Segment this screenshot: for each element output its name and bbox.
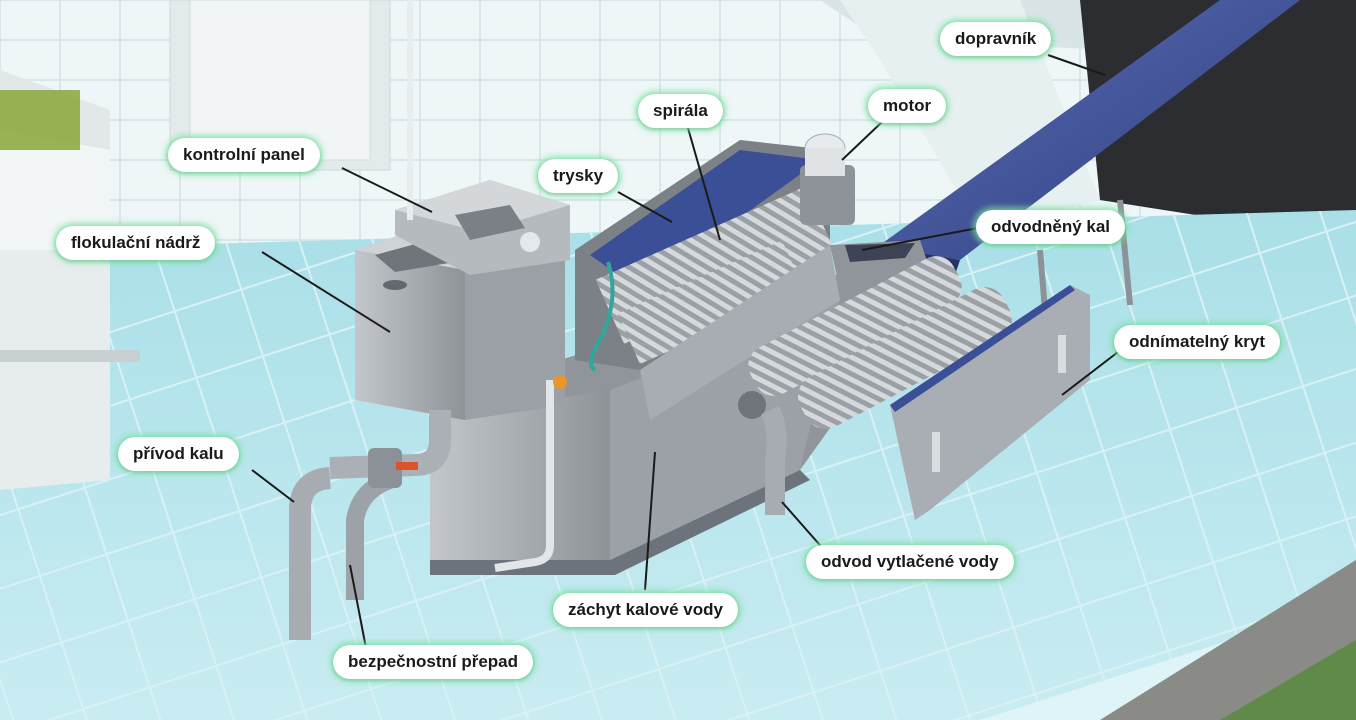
label-motor: motor [868, 89, 947, 123]
label-odvod-vytlacene-vody: odvod vytlačené vody [806, 545, 1014, 579]
motor-unit [800, 133, 855, 225]
leader-spirala [687, 127, 721, 241]
label-odnimatelny-kryt: odnímatelný kryt [1114, 325, 1281, 359]
leader-odnimatelny-kryt [1061, 351, 1119, 396]
removed-spirals [738, 256, 1012, 429]
leader-odvod-vytlacene-vody [781, 501, 827, 553]
label-trysky: trysky [538, 159, 619, 193]
left-tank [0, 70, 140, 490]
label-spirala: spirála [638, 94, 723, 128]
leader-bezpecnostni-prepad [349, 564, 367, 649]
screw-press [575, 140, 840, 420]
leader-lines [251, 54, 1119, 649]
label-bezpecnostni-prepad: bezpečnostní přepad [333, 645, 534, 679]
leader-kontrolni-panel [341, 167, 433, 213]
label-kontrolni-panel: kontrolní panel [168, 138, 320, 172]
label-privod-kalu: přívod kalu [118, 437, 239, 471]
control-panel-box [395, 0, 570, 275]
leader-odvodneny-kal [861, 227, 979, 251]
label-zachyt-kalove-vody: záchyt kalové vody [553, 593, 738, 627]
sludge-chute [830, 240, 930, 290]
leader-motor [841, 121, 883, 161]
leader-privod-kalu [251, 469, 295, 503]
label-odvodneny-kal: odvodněný kal [976, 210, 1126, 244]
pipes [289, 261, 787, 640]
leader-trysky [617, 191, 673, 223]
removable-cover [890, 285, 1090, 520]
leader-zachyt-kalove-vody [644, 451, 656, 591]
label-flokulacni-nadrz: flokulační nádrž [56, 226, 216, 260]
label-dopravnik: dopravník [940, 22, 1052, 56]
leader-dopravnik [1047, 54, 1106, 76]
leader-flokulacni-nadrz [261, 251, 391, 333]
